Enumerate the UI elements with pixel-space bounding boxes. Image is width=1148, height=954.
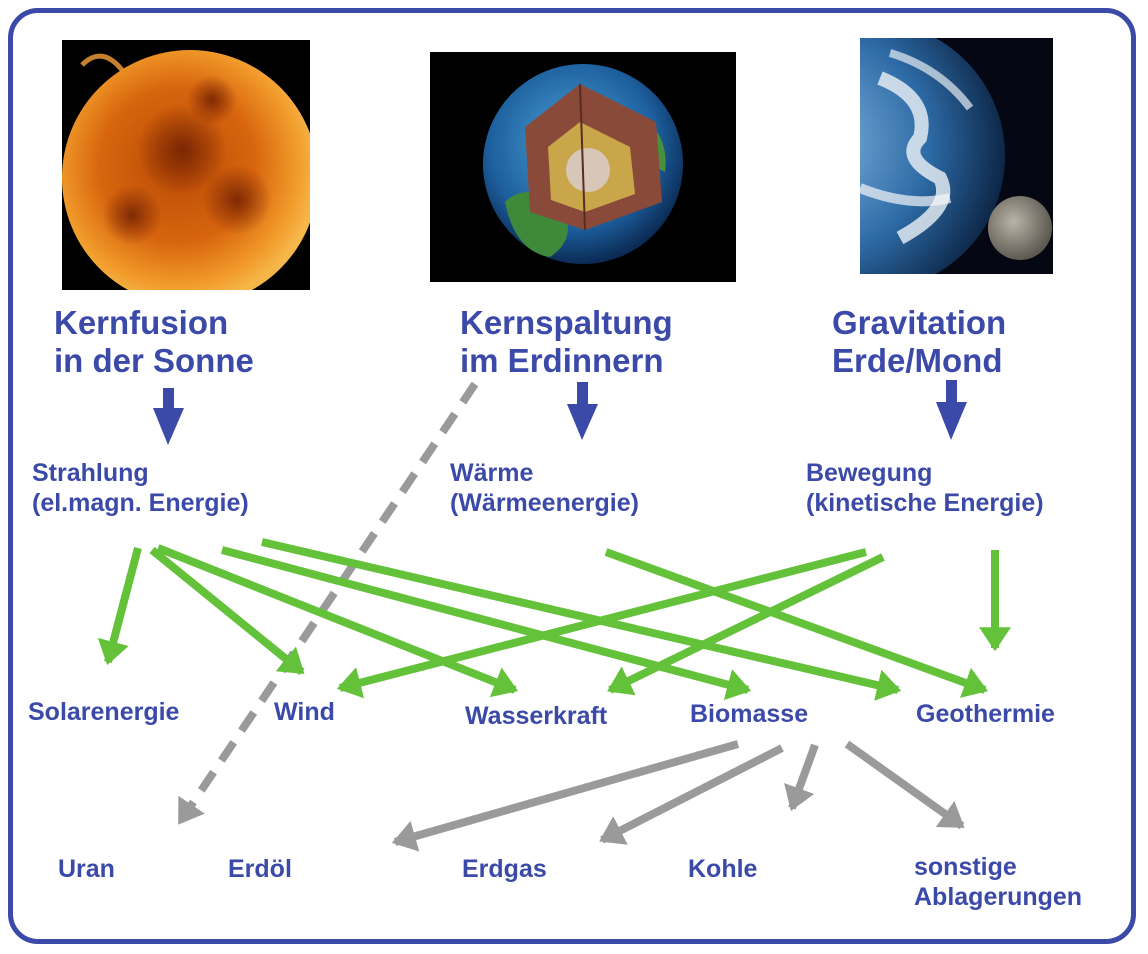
arrow-kernspaltung-uran xyxy=(176,381,479,825)
arrow-strahlung-wasserkraft xyxy=(156,544,518,698)
arrow-bewegung-wasserkraft xyxy=(607,553,885,696)
node-solarenergie: Solarenergie xyxy=(28,698,180,726)
primary-arrow-kernspaltung xyxy=(567,382,598,440)
form-bewegung-line1: Bewegung xyxy=(806,459,933,487)
node-uran: Uran xyxy=(58,855,115,883)
form-bewegung: Bewegung (kinetische Energie) xyxy=(806,458,1044,518)
form-strahlung: Strahlung (el.magn. Energie) xyxy=(32,458,249,518)
source-kernspaltung: Kernspaltung im Erdinnern xyxy=(460,304,673,380)
source-gravitation-line1: Gravitation xyxy=(832,304,1007,341)
arrow-strahlung-geothermie xyxy=(261,538,902,701)
node-wasserkraft: Wasserkraft xyxy=(465,702,608,730)
form-bewegung-line2: (kinetische Energie) xyxy=(806,489,1044,517)
source-kernfusion-line1: Kernfusion xyxy=(54,304,229,341)
node-sonstige: sonstige Ablagerungen xyxy=(914,852,1082,912)
node-sonstige-line2: Ablagerungen xyxy=(914,883,1083,911)
source-kernspaltung-line2: im Erdinnern xyxy=(460,342,664,379)
arrow-bewegung-wind xyxy=(336,548,868,699)
arrow-waerme-geothermie xyxy=(604,548,989,698)
earth-cutaway-image xyxy=(430,52,736,282)
source-kernspaltung-line1: Kernspaltung xyxy=(460,304,673,341)
source-gravitation: Gravitation Erde/Mond xyxy=(832,304,1006,380)
arrow-strahlung-solarenergie xyxy=(97,546,142,666)
diagram-frame xyxy=(8,8,1136,944)
source-kernfusion-line2: in der Sonne xyxy=(54,342,254,379)
arrow-biomasse-erdoel xyxy=(391,740,740,852)
source-gravitation-line2: Erde/Mond xyxy=(832,342,1003,379)
arrow-biomasse-kohle xyxy=(784,743,819,812)
form-waerme: Wärme (Wärmeenergie) xyxy=(450,458,639,518)
arrow-biomasse-sonstige xyxy=(844,740,965,830)
source-kernfusion: Kernfusion in der Sonne xyxy=(54,304,254,380)
node-erdoel: Erdöl xyxy=(228,855,292,883)
node-erdgas: Erdgas xyxy=(462,855,547,883)
earth-moon-image xyxy=(860,38,1053,274)
node-biomasse: Biomasse xyxy=(690,700,809,728)
form-strahlung-line2: (el.magn. Energie) xyxy=(32,489,249,517)
primary-arrow-kernfusion xyxy=(153,388,184,445)
node-sonstige-line1: sonstige xyxy=(914,853,1017,881)
form-waerme-line1: Wärme xyxy=(450,459,534,487)
arrow-biomasse-erdgas xyxy=(599,744,784,845)
node-wind: Wind xyxy=(274,698,335,726)
form-waerme-line2: (Wärmeenergie) xyxy=(450,489,639,517)
form-strahlung-line1: Strahlung xyxy=(32,459,149,487)
sun-image xyxy=(62,40,310,290)
arrow-strahlung-wind xyxy=(149,546,305,676)
primary-arrow-gravitation xyxy=(936,380,967,440)
node-geothermie: Geothermie xyxy=(916,700,1055,728)
node-kohle: Kohle xyxy=(688,855,758,883)
